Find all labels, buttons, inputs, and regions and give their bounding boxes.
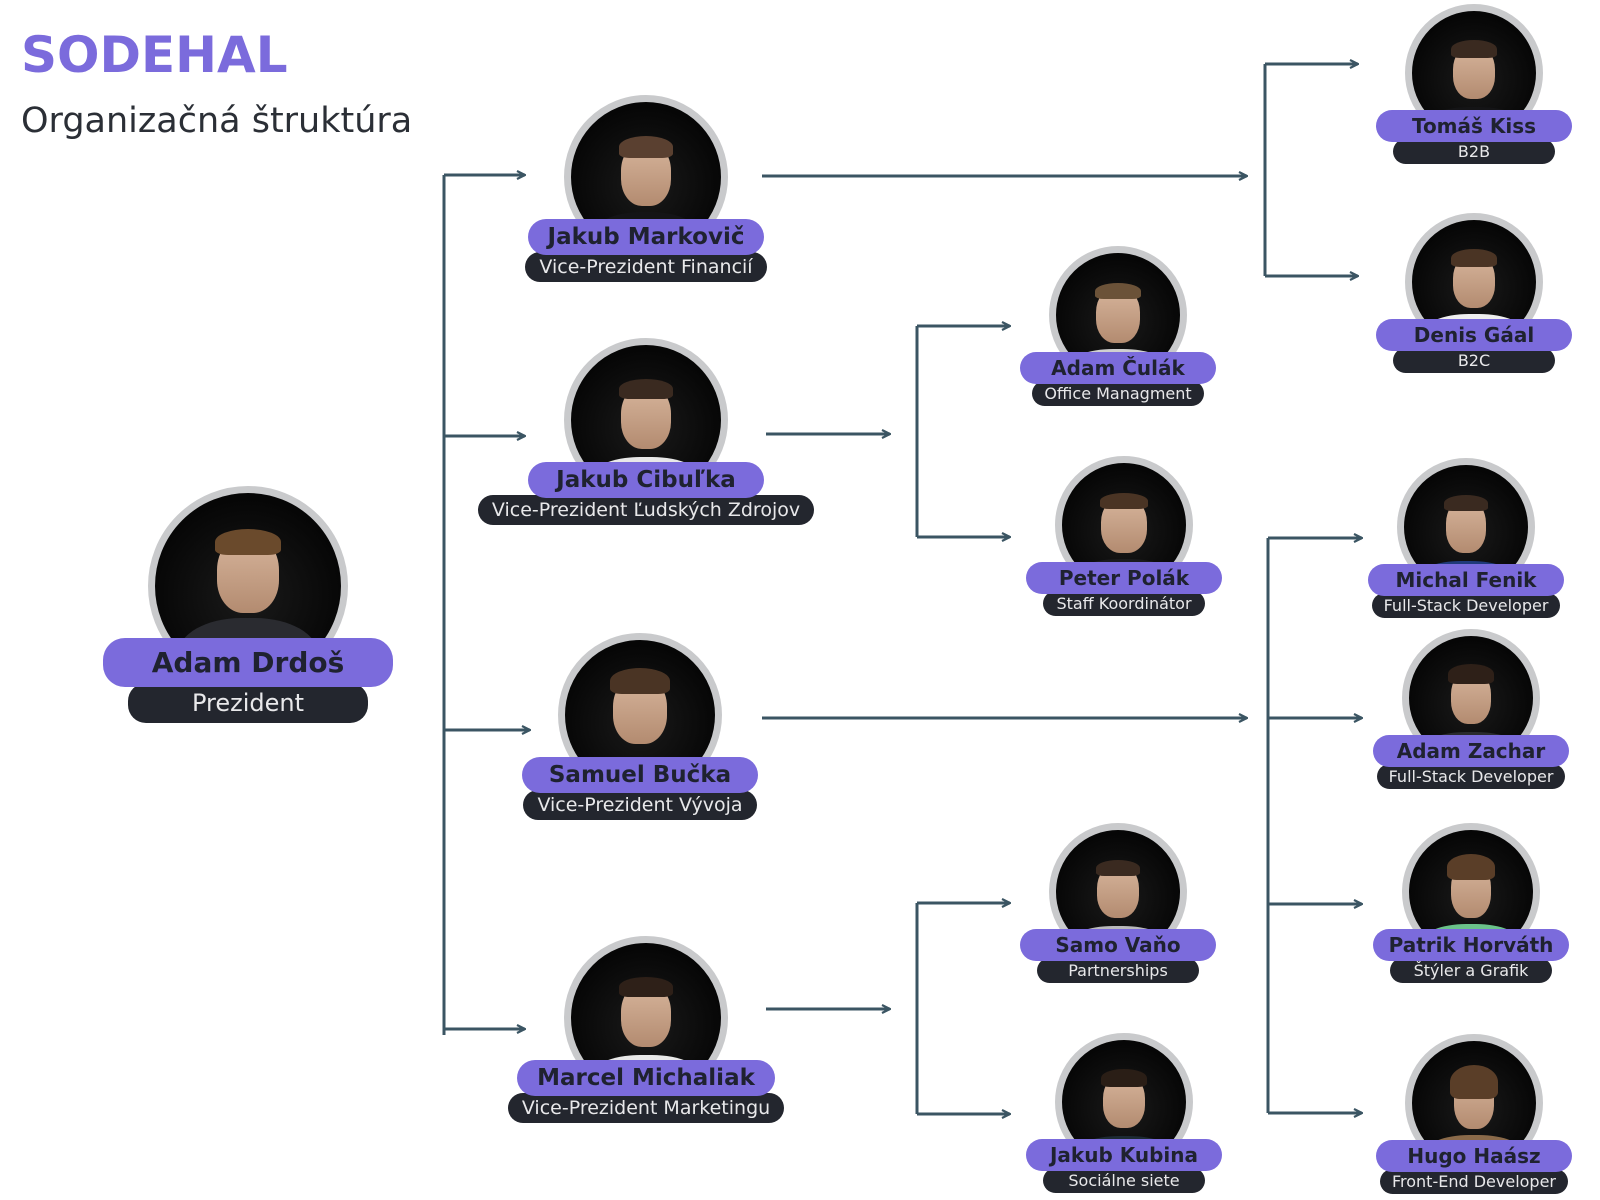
name-label: Adam Zachar	[1373, 735, 1569, 767]
node-social: Jakub Kubina Sociálne siete	[1024, 1033, 1224, 1193]
name-label: Denis Gáal	[1376, 319, 1572, 351]
name-label: Marcel Michaliak	[517, 1060, 775, 1096]
node-dev1: Michal Fenik Full-Stack Developer	[1366, 458, 1566, 618]
name-label: Patrik Horváth	[1372, 929, 1570, 961]
node-vp-hr: Jakub Cibuľka Vice-Prezident Ľudských Zd…	[477, 338, 815, 525]
name-label: Peter Polák	[1026, 562, 1222, 594]
node-office: Adam Čulák Office Managment	[1018, 246, 1218, 406]
role-label: B2B	[1393, 139, 1555, 164]
name-label: Hugo Haász	[1376, 1140, 1572, 1172]
node-staff: Peter Polák Staff Koordinátor	[1024, 456, 1224, 616]
node-vp-finance: Jakub Markovič Vice-Prezident Financií	[525, 95, 767, 282]
role-label: Sociálne siete	[1043, 1168, 1205, 1193]
role-label: Prezident	[128, 683, 368, 723]
node-vp-marketing: Marcel Michaliak Vice-Prezident Marketin…	[507, 936, 785, 1123]
role-label: Vice-Prezident Marketingu	[507, 1093, 785, 1123]
role-label: Full-Stack Developer	[1376, 764, 1566, 789]
node-b2c: Denis Gáal B2C	[1374, 213, 1574, 373]
node-b2b: Tomáš Kiss B2B	[1374, 4, 1574, 164]
name-label: Adam Čulák	[1020, 352, 1216, 384]
page-subtitle: Organizačná štruktúra	[21, 101, 413, 141]
node-dev2: Adam Zachar Full-Stack Developer	[1371, 629, 1571, 789]
name-label: Adam Drdoš	[103, 638, 393, 687]
role-label: Office Managment	[1032, 381, 1204, 406]
node-vp-dev: Samuel Bučka Vice-Prezident Vývoja	[520, 633, 760, 820]
role-label: Front-End Developer	[1379, 1169, 1569, 1194]
name-label: Michal Fenik	[1368, 564, 1564, 596]
node-president: Adam Drdoš Prezident	[100, 486, 396, 723]
name-label: Jakub Cibuľka	[528, 462, 764, 498]
role-label: Full-Stack Developer	[1371, 593, 1561, 618]
node-partnerships: Samo Vaňo Partnerships	[1018, 823, 1218, 983]
name-label: Jakub Kubina	[1026, 1139, 1222, 1171]
node-frontend: Hugo Haász Front-End Developer	[1374, 1034, 1574, 1194]
role-label: Partnerships	[1037, 958, 1199, 983]
role-label: Vice-Prezident Financií	[525, 252, 767, 282]
name-label: Tomáš Kiss	[1376, 110, 1572, 142]
node-design: Patrik Horváth Štýler a Grafik	[1371, 823, 1571, 983]
role-label: Staff Koordinátor	[1043, 591, 1205, 616]
name-label: Jakub Markovič	[527, 219, 765, 255]
role-label: Vice-Prezident Vývoja	[523, 790, 757, 820]
role-label: B2C	[1393, 348, 1555, 373]
role-label: Vice-Prezident Ľudských Zdrojov	[477, 495, 815, 525]
role-label: Štýler a Grafik	[1390, 958, 1552, 983]
name-label: Samuel Bučka	[522, 757, 758, 793]
name-label: Samo Vaňo	[1020, 929, 1216, 961]
brand-title: SODEHAL	[21, 26, 288, 84]
